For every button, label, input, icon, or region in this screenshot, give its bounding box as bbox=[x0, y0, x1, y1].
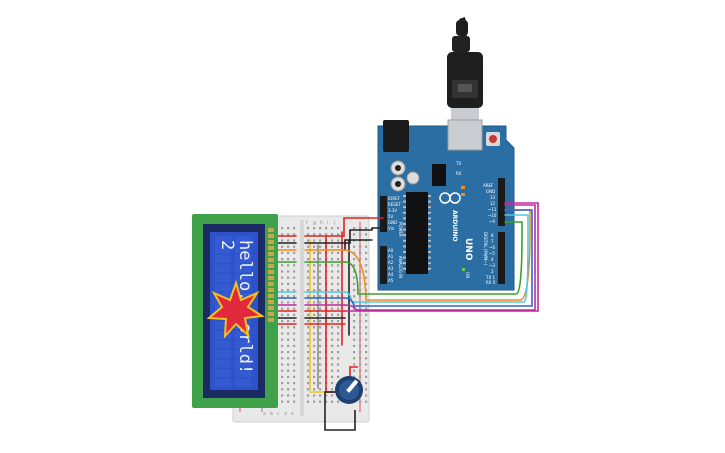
lcd-display[interactable]: hello, 2 orld! bbox=[192, 214, 278, 408]
lcd-overlay-text: orld! bbox=[235, 323, 255, 374]
jumper-wires[interactable] bbox=[267, 231, 351, 393]
svg-text:e: e bbox=[291, 412, 294, 417]
svg-text:A3: A3 bbox=[388, 266, 394, 271]
signal-wires[interactable] bbox=[343, 202, 539, 312]
gnd-digital-label: GND bbox=[486, 189, 495, 194]
digital-header-low[interactable] bbox=[498, 232, 505, 284]
error-burst-icon bbox=[206, 279, 265, 339]
svg-text:8: 8 bbox=[491, 233, 494, 238]
power-jack bbox=[383, 120, 409, 152]
power-header[interactable] bbox=[380, 196, 387, 232]
svg-text:i: i bbox=[327, 220, 328, 226]
arduino-uno-board[interactable]: TX RX ARDUINO UNO ON IOREF RESET 3.3V 5V… bbox=[377, 119, 515, 291]
svg-text:~9: ~9 bbox=[489, 219, 495, 224]
lcd-line-1: hello, bbox=[235, 240, 255, 301]
svg-text:A5: A5 bbox=[388, 278, 394, 283]
svg-text:4: 4 bbox=[491, 257, 494, 262]
aref-label: AREF bbox=[483, 183, 494, 188]
svg-text:h: h bbox=[320, 220, 323, 226]
atmega-chip bbox=[406, 192, 428, 274]
svg-text:13: 13 bbox=[490, 195, 496, 200]
lcd-line-2: 2 bbox=[217, 240, 237, 250]
digital-label: DIGITAL (PWM~) bbox=[483, 232, 488, 266]
svg-text:2: 2 bbox=[491, 269, 494, 274]
power-label: POWER bbox=[398, 222, 403, 237]
rx-label: RX bbox=[456, 171, 462, 176]
pin-3v3-label: 3.3V bbox=[388, 208, 397, 213]
svg-text:RX 0: RX 0 bbox=[486, 280, 496, 285]
svg-text:g: g bbox=[313, 221, 316, 226]
pin-vin-label: Vin bbox=[388, 226, 395, 231]
svg-text:~5: ~5 bbox=[489, 251, 495, 256]
reset-pin-label: RESET bbox=[388, 202, 401, 207]
analog-label: ANALOG IN bbox=[398, 256, 403, 278]
svg-text:~10: ~10 bbox=[488, 213, 497, 218]
digital-header-high[interactable] bbox=[498, 178, 505, 226]
usb-cable[interactable] bbox=[447, 17, 483, 122]
svg-text:A2: A2 bbox=[388, 260, 394, 265]
breadboard-bottom-letters: a b c d e bbox=[263, 411, 294, 417]
svg-text:7: 7 bbox=[491, 239, 494, 244]
analog-header[interactable] bbox=[380, 246, 387, 284]
svg-text:~3: ~3 bbox=[489, 263, 495, 268]
svg-text:12: 12 bbox=[490, 201, 496, 206]
potentiometer[interactable] bbox=[324, 366, 363, 431]
svg-text:j: j bbox=[333, 220, 335, 226]
usb-port bbox=[447, 119, 483, 151]
digital-pin-labels: 13 12 ~11 ~10 ~9 8 7 ~6 ~5 4 ~3 2 TX 1 R… bbox=[485, 195, 497, 285]
svg-text:A0: A0 bbox=[388, 248, 394, 253]
pin-5v-label: 5V bbox=[388, 214, 394, 219]
svg-text:~11: ~11 bbox=[488, 207, 497, 212]
svg-text:a: a bbox=[263, 412, 266, 417]
svg-text:b: b bbox=[270, 411, 273, 417]
svg-text:d: d bbox=[284, 411, 287, 417]
arduino-logo bbox=[439, 192, 461, 204]
lcd-pin-header bbox=[268, 228, 274, 322]
svg-text:c: c bbox=[277, 412, 280, 417]
svg-text:~6: ~6 bbox=[489, 245, 495, 250]
brand-label: ARDUINO bbox=[451, 210, 458, 241]
model-label: UNO bbox=[463, 238, 473, 261]
svg-text:TX 1: TX 1 bbox=[485, 275, 495, 280]
svg-text:f: f bbox=[306, 220, 308, 226]
on-label: ON bbox=[465, 272, 470, 278]
tx-label: TX bbox=[455, 161, 461, 166]
ioref-label: IOREF bbox=[388, 196, 401, 201]
breadboard-top-letters: f g h i j bbox=[306, 220, 335, 226]
analog-pin-labels: A0 A1 A2 A3 A4 A5 bbox=[388, 248, 394, 283]
svg-text:A1: A1 bbox=[388, 254, 394, 259]
svg-text:A4: A4 bbox=[388, 272, 394, 277]
pin-gnd-label: GND bbox=[388, 220, 397, 225]
